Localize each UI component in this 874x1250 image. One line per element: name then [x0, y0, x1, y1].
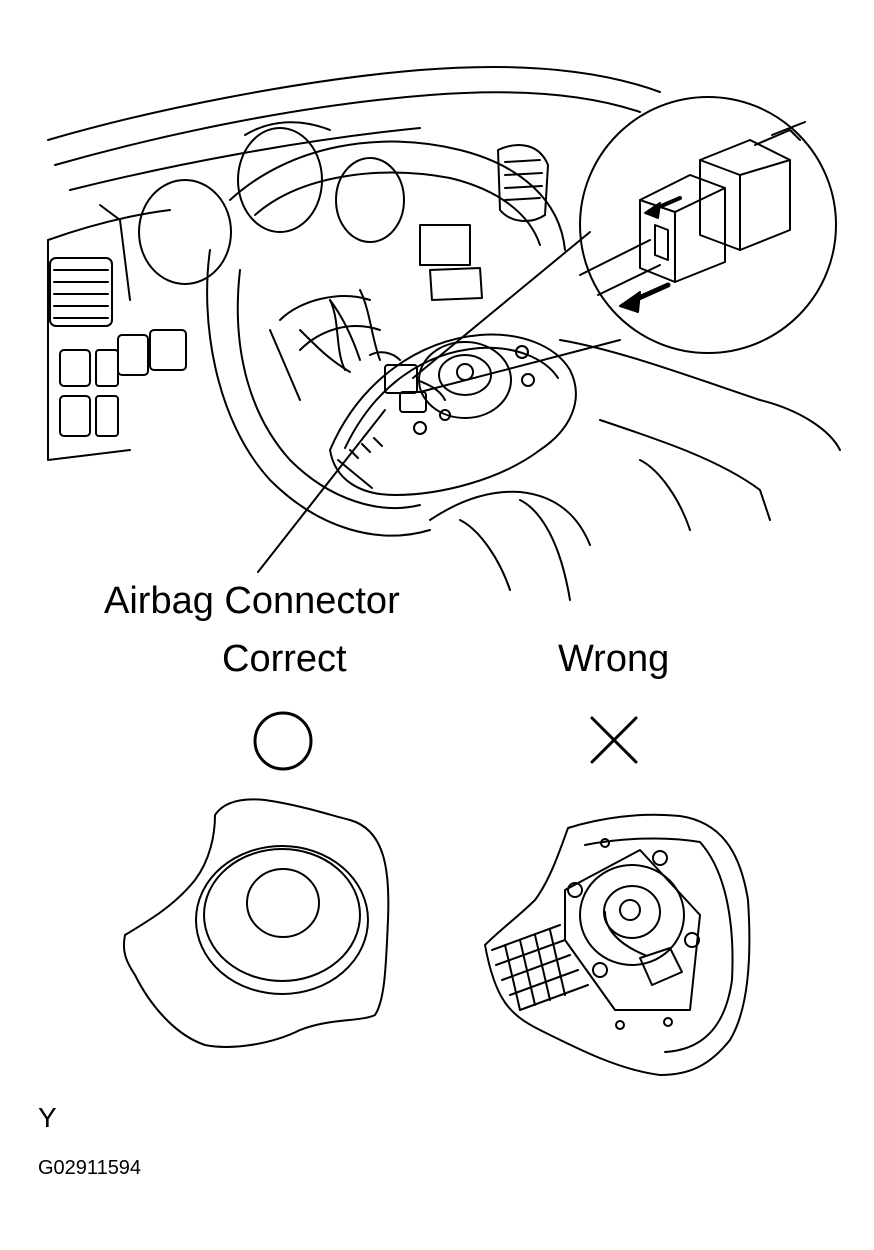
wrong-label: Wrong — [558, 638, 670, 680]
airbag-pad-face-up — [122, 798, 390, 1048]
figure-code: G02911594 — [38, 1157, 142, 1179]
connector-detail-magnifier — [412, 96, 837, 393]
wrong-cross-mark — [590, 716, 638, 764]
airbag-pad-face-down — [484, 813, 751, 1076]
callout-leader-line — [257, 409, 386, 573]
correct-label: Correct — [222, 638, 347, 680]
correct-circle-mark — [253, 711, 313, 771]
airbag-connector-label: Airbag Connector — [104, 580, 400, 622]
view-letter: Y — [38, 1102, 57, 1133]
dashboard-drawing — [47, 65, 841, 601]
